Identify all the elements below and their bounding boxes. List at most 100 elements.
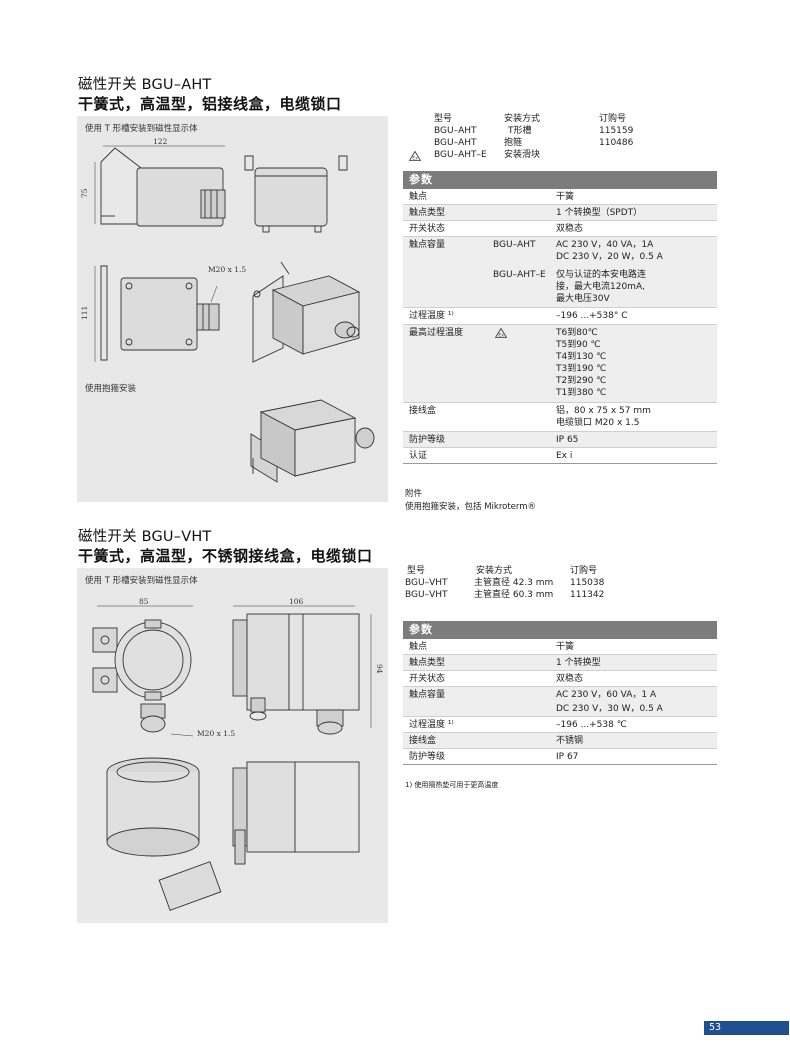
param-row-contact-type: 触点类型 1 个转换型（SPDT） [403,205,717,221]
param-label: 过程温度 ¹⁾ [409,720,454,730]
order-table-1: 型号 安装方式 订购号 BGU–AHT T形槽 115159 BGU–AHT 抱… [405,114,705,164]
order-header-mount: 安装方式 [476,566,513,576]
gland-label: M20 x 1.5 [208,265,246,274]
param-value: 双稳态 [556,224,584,234]
param-row-process-temp: 过程温度 ¹⁾ –196 ...+538 ℃ [403,717,717,733]
param-row-protection: 防护等级 IP 67 [403,749,717,765]
param-value: 电缆锁口 M20 x 1.5 [556,418,640,428]
param-row-switch-state: 开关状态 双稳态 [403,671,717,687]
order-cell: T形槽 [508,126,532,136]
order-cell: 抱箍 [504,138,523,148]
param-value: T2到290 ℃ [556,376,607,386]
order-header-type: 型号 [434,114,453,124]
param-label: 开关状态 [409,674,446,684]
dim-106: 106 [289,597,304,606]
bgu-aht-drawing: 122 75 111 M20 x 1.5 [80,137,375,483]
param-value: –196 ...+538° C [556,311,628,321]
figure2-caption-top: 使用 T 形槽安装到磁性显示体 [85,576,198,586]
param-value: T6到80℃ [556,328,598,338]
param-label: 接线盒 [409,736,437,746]
param-value: T3到190 ℃ [556,364,607,374]
dim-85: 85 [139,597,149,606]
order-cell: BGU–AHT [434,126,477,136]
section2-subtitle: 干簧式，高温型，不锈钢接线盒，电缆锁口 [78,547,373,565]
order-cell: 110486 [599,138,634,148]
accessory-title: 附件 [405,489,423,499]
param-sub: BGU–AHT–E [493,270,546,280]
param-row-contact: 触点 干簧 [403,639,717,655]
param-label: 防护等级 [409,435,446,445]
param-row-contact-type: 触点类型 1 个转换型 [403,655,717,671]
gland-label: M20 x 1.5 [197,729,235,738]
ex-warning-icon: Ex [495,328,507,338]
section1-figure: 使用 T 形槽安装到磁性显示体 使用抱箍安装 [77,116,388,502]
param-value: 接，最大电流120mA, [556,282,645,292]
param-label: 过程温度 ¹⁾ [409,311,454,321]
section1-title: 磁性开关 BGU–AHT [78,77,212,93]
param-value: 双稳态 [556,674,584,684]
dim-111: 111 [80,306,89,320]
param-label: 最高过程温度 [409,328,464,338]
params-header: 参数 [403,171,717,189]
order-header-orderno: 订购号 [570,566,598,576]
param-value: DC 230 V，30 W，0.5 A [556,704,663,714]
accessory-text: 使用抱箍安装，包括 Mikroterm® [405,502,537,512]
dim-122: 122 [153,137,168,146]
param-value: AC 230 V，40 VA，1A [556,240,654,250]
param-label: 认证 [409,451,428,461]
order-cell: 安装滑块 [504,150,541,160]
order-header-orderno: 订购号 [599,114,627,124]
bgu-vht-drawing: 85 106 94 M20 x 1.5 [92,597,384,911]
section2-figure: 使用 T 形槽安装到磁性显示体 [77,568,388,923]
order-header-mount: 安装方式 [504,114,541,124]
param-row-contact-capacity: 触点容量 BGU–AHT AC 230 V，40 VA，1A DC 230 V，… [403,237,717,308]
order-cell: BGU–AHT [434,138,477,148]
order-header-type: 型号 [407,566,426,576]
param-value: 干簧 [556,642,575,652]
section1-subtitle: 干簧式，高温型，铝接线盒，电缆锁口 [78,95,342,113]
param-value: –196 ...+538 ℃ [556,720,627,730]
dim-75: 75 [80,188,89,198]
param-row-max-process-temp: 最高过程温度 Ex T6到80℃ T5到90 ℃ T4到130 ℃ T3到190… [403,325,717,403]
param-row-contact-capacity: 触点容量 AC 230 V，60 VA，1 A DC 230 V，30 W，0.… [403,687,717,717]
order-cell: 111342 [570,590,605,600]
params-header: 参数 [403,621,717,639]
param-label: 接线盒 [409,406,437,416]
param-row-certification: 认证 Ex i [403,448,717,464]
ex-warning-icon: Ex [409,151,421,161]
params-table-1: 参数 触点 干簧 触点类型 1 个转换型（SPDT） 开关状态 双稳态 触点容量… [403,171,717,464]
param-value: T4到130 ℃ [556,352,607,362]
param-value: T5到90 ℃ [556,340,601,350]
param-value: DC 230 V，20 W，0.5 A [556,252,663,262]
param-value: 1 个转换型 [556,658,601,668]
param-value: 铝，80 x 75 x 57 mm [556,406,651,416]
order-cell: 主管直径 42.3 mm [474,578,554,588]
svg-text:Ex: Ex [498,333,504,338]
param-value: T1到380 ℃ [556,388,607,398]
param-value: IP 67 [556,752,579,762]
order-cell: BGU–VHT [405,590,448,600]
param-value: AC 230 V，60 VA，1 A [556,690,657,700]
figure1-caption-bottom: 使用抱箍安装 [85,384,137,394]
param-sub: BGU–AHT [493,240,536,250]
page-number: 53 [704,1021,789,1035]
svg-text:Ex: Ex [412,156,418,161]
param-row-junction-box: 接线盒 不锈钢 [403,733,717,749]
order-cell: 115038 [570,578,605,588]
param-value: 仅与认证的本安电路连 [556,270,647,280]
param-value: 1 个转换型（SPDT） [556,208,643,218]
param-value: 不锈钢 [556,736,584,746]
dim-94: 94 [375,664,384,674]
params-table-2: 参数 触点 干簧 触点类型 1 个转换型 开关状态 双稳态 触点容量 AC 23… [403,621,717,765]
order-cell: BGU–VHT [405,578,448,588]
param-label: 触点类型 [409,208,446,218]
order-cell: 主管直径 60.3 mm [474,590,554,600]
section2-title: 磁性开关 BGU–VHT [78,529,212,545]
param-value: 干簧 [556,192,575,202]
param-value: 最大电压30V [556,294,610,304]
param-label: 防护等级 [409,752,446,762]
param-label: 触点容量 [409,240,446,250]
param-row-switch-state: 开关状态 双稳态 [403,221,717,237]
param-label: 触点 [409,192,428,202]
param-label: 触点类型 [409,658,446,668]
